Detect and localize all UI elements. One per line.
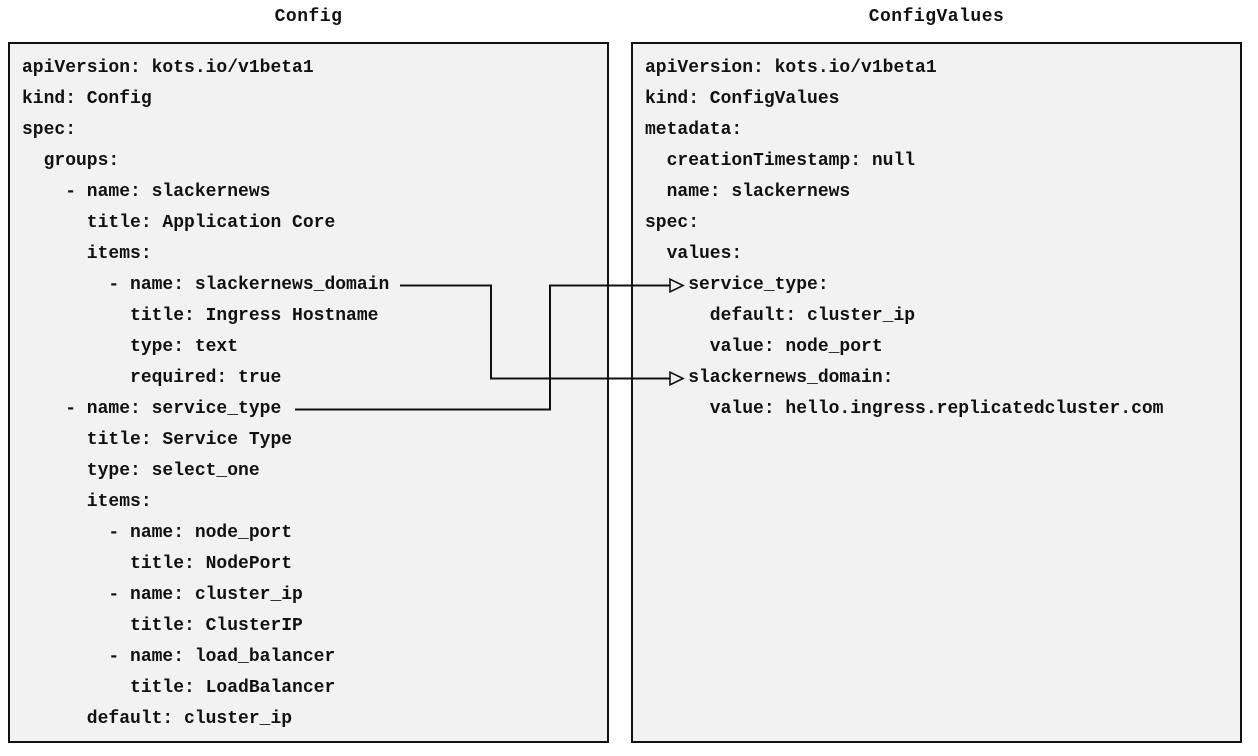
code-line: items: [22,492,152,512]
code-line: - name: slackernews [22,182,271,202]
code-line: name: slackernews [645,182,851,202]
configvalues-yaml-code: apiVersion: kots.io/v1beta1 kind: ConfigV… [633,44,1240,425]
code-line: kind: Config [22,89,152,109]
code-line: creationTimestamp: null [645,151,916,171]
code-line: value: hello.ingress.replicatedcluster.c… [645,399,1164,419]
code-line: apiVersion: kots.io/v1beta1 [22,58,314,78]
code-line: default: cluster_ip [22,709,293,729]
code-line: required: true [22,368,282,388]
configvalues-panel-title: ConfigValues [868,7,1005,27]
code-line: title: LoadBalancer [22,678,336,698]
code-line: apiVersion: kots.io/v1beta1 [645,58,937,78]
config-yaml-panel: apiVersion: kots.io/v1beta1 kind: Config s… [8,42,609,743]
code-line: title: Application Core [22,213,336,233]
code-line: title: ClusterIP [22,616,303,636]
code-line: - name: cluster_ip [22,585,303,605]
code-line: title: Ingress Hostname [22,306,379,326]
configvalues-yaml-panel: apiVersion: kots.io/v1beta1 kind: ConfigV… [631,42,1242,743]
code-line: kind: ConfigValues [645,89,840,109]
code-line: spec: [645,213,700,233]
code-line: slackernews_domain: [645,368,894,388]
code-line: value: node_port [645,337,883,357]
code-line: - name: service_type [22,399,282,419]
code-line: service_type: [645,275,829,295]
code-line: metadata: [645,120,743,140]
code-line: spec: [22,120,77,140]
code-line: default: cluster_ip [645,306,916,326]
code-line: type: select_one [22,461,260,481]
code-line: title: Service Type [22,430,293,450]
code-line: - name: node_port [22,523,293,543]
code-line: values: [645,244,743,264]
code-line: - name: load_balancer [22,647,336,667]
code-line: items: [22,244,152,264]
code-line: groups: [22,151,120,171]
code-line: type: text [22,337,239,357]
config-yaml-code: apiVersion: kots.io/v1beta1 kind: Config s… [10,44,607,735]
config-panel-title: Config [274,7,343,27]
code-line: - name: slackernews_domain [22,275,390,295]
code-line: title: NodePort [22,554,293,574]
